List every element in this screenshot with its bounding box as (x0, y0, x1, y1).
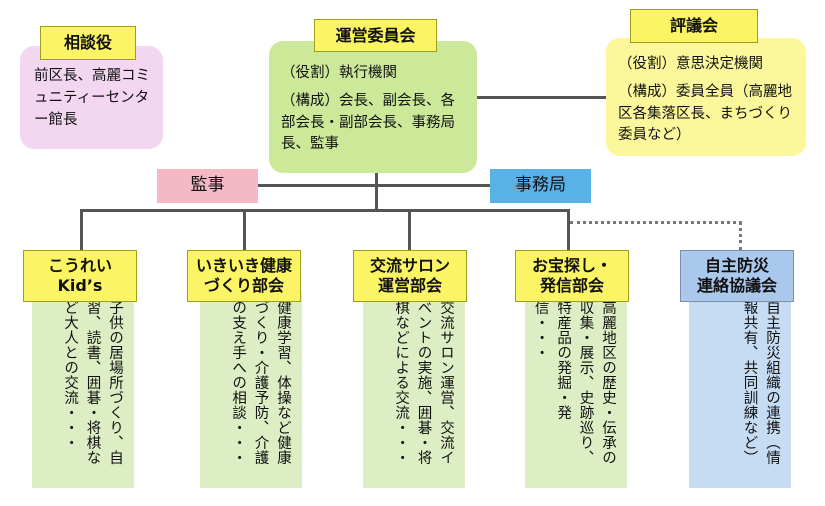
division-bosai-desc: 自主防災組織の連携（情報共有、共同訓練など） (689, 290, 791, 488)
division-bosai-title: 自主防災 連絡協議会 (680, 250, 794, 302)
steering-title: 運営委員会 (314, 19, 437, 52)
division-salon-desc: 交流サロン運営、交流イベントの実施、囲碁・将棋などによる交流・・・ (363, 290, 465, 488)
drop-div-2 (243, 209, 246, 251)
advisor-title: 相談役 (40, 26, 136, 60)
division-salon-title: 交流サロン 運営部会 (353, 250, 467, 302)
drop-div-4 (567, 209, 570, 251)
connector-division-bar (80, 209, 570, 212)
council-panel: （役割）意思決定機関 （構成）委員全員（高麗地区各集落区長、まちづくり委員など） (606, 38, 806, 156)
advisor-panel: 前区長、高麗コミュニティーセンター館長 (20, 46, 163, 149)
steering-role: （役割）執行機関 (281, 65, 397, 81)
steering-panel: （役割）執行機関 （構成）会長、副会長、各部会長・副部会長、事務局長、監事 (269, 41, 477, 173)
council-role: （役割）意思決定機関 (618, 56, 763, 72)
connector-dotted-bosai-h (570, 221, 742, 224)
drop-div-3 (408, 209, 411, 251)
council-title: 評議会 (630, 9, 758, 43)
division-treasure-desc: 高麗地区の歴史・伝承の収集・展示、史跡巡り、特産品の発掘・発信・・・ (525, 290, 627, 488)
secretariat-box: 事務局 (490, 169, 591, 203)
division-kids-desc: 子供の居場所づくり、自習、読書、囲碁・将棋など大人との交流・・・ (32, 290, 134, 488)
division-treasure-title: お宝探し・ 発信部会 (515, 250, 629, 302)
auditor-box: 監事 (157, 169, 258, 203)
connector-dotted-bosai-v (739, 221, 742, 251)
council-composition: （構成）委員全員（高麗地区各集落区長、まちづくり委員など） (618, 83, 792, 144)
division-health-desc: 健康学習、体操など健康づくり・介護予防、介護の支え手への相談・・・ (200, 290, 302, 488)
division-health-title: いきいき健康 づくり部会 (187, 250, 301, 302)
connector-steering-council (474, 96, 614, 99)
steering-composition: （構成）会長、副会長、各部会長・副部会長、事務局長、監事 (281, 92, 455, 153)
connector-steering-down (375, 172, 378, 210)
drop-div-1 (80, 209, 83, 251)
division-kids-title: こうれい Kid’s (23, 250, 137, 302)
advisor-body: 前区長、高麗コミュニティーセンター館長 (34, 68, 150, 128)
connector-auditor-secretariat (256, 184, 492, 187)
